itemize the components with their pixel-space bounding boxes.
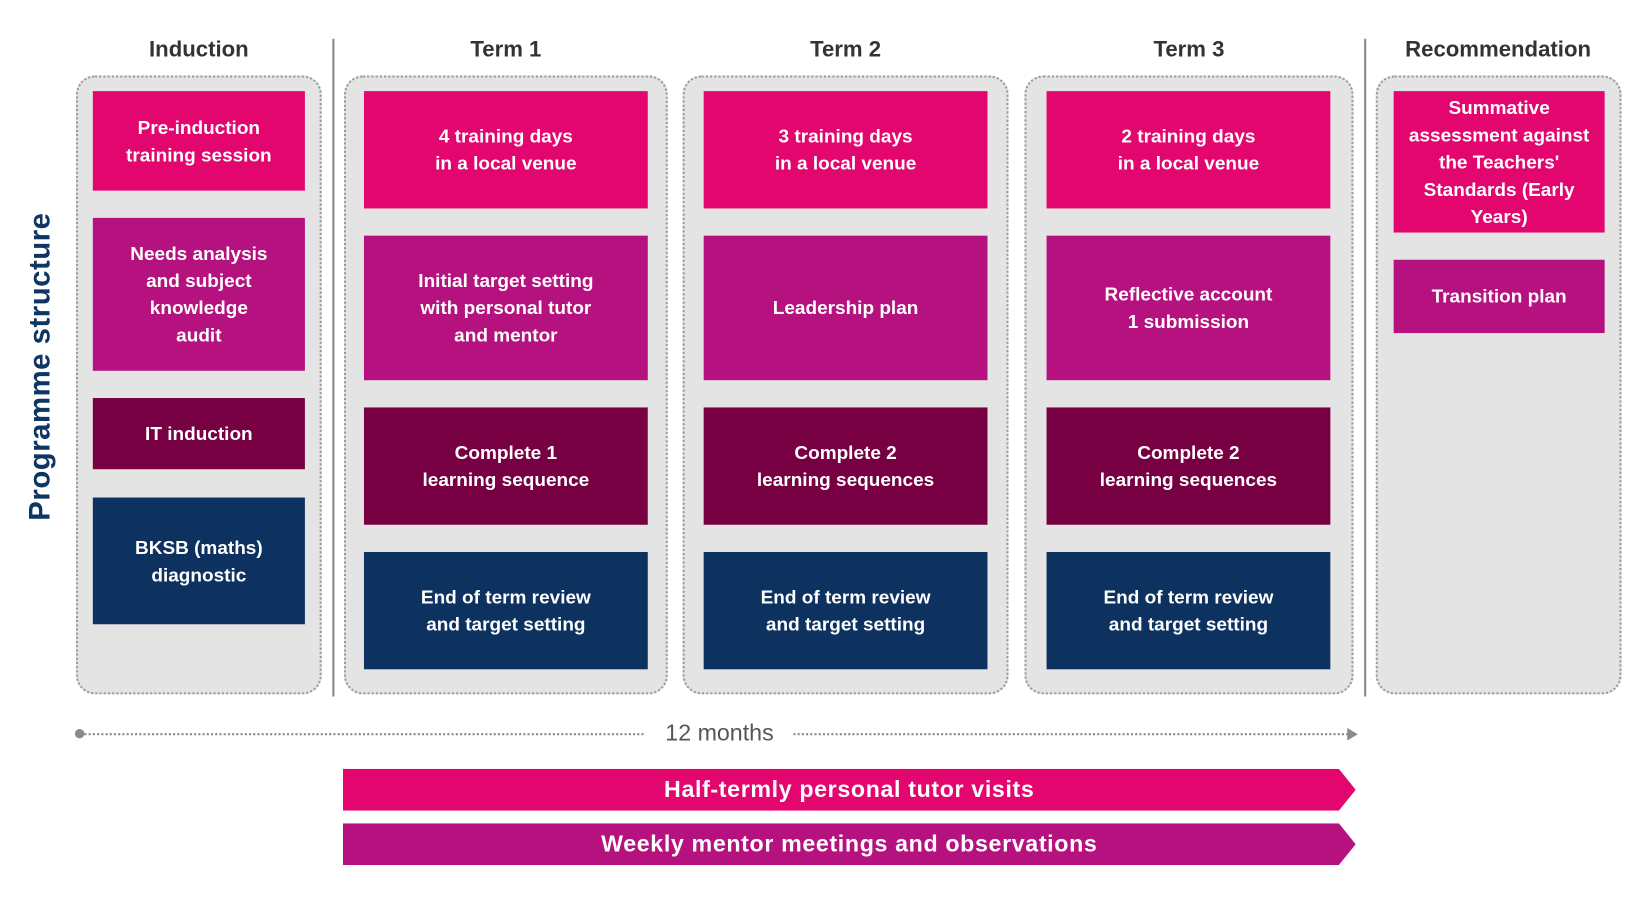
recommendation-transition-plan: Transition plan <box>1393 259 1605 334</box>
induction-box-bksb: BKSB (maths) diagnostic <box>92 497 305 625</box>
header-induction: Induction <box>149 37 249 62</box>
term-3-learning-sequences: Complete 2 learning sequences <box>1046 407 1331 525</box>
header-recommendation: Recommendation <box>1405 37 1592 62</box>
header-term-1: Term 1 <box>470 37 542 62</box>
recommendation-summative-assessment: Summative assessment against the Teacher… <box>1393 91 1605 233</box>
header-term-3: Term 3 <box>1153 37 1225 62</box>
term-1-target-setting: Initial target setting with personal tut… <box>363 235 648 381</box>
timeline-arrow-icon <box>1347 727 1358 741</box>
band-personal-tutor-visits: Half-termly personal tutor visits <box>342 768 1356 811</box>
timeline-label: 12 months <box>645 717 794 749</box>
term-2-learning-sequences: Complete 2 learning sequences <box>703 407 988 525</box>
band-mentor-meetings: Weekly mentor meetings and observations <box>342 823 1356 866</box>
term-2-end-of-term-review: End of term review and target setting <box>703 551 988 670</box>
divider-line <box>332 38 335 697</box>
induction-box-needs-analysis: Needs analysis and subject knowledge aud… <box>92 217 305 371</box>
header-term-2: Term 2 <box>810 37 882 62</box>
divider-line <box>1364 38 1367 697</box>
term-2-training-days: 3 training days in a local venue <box>703 91 988 209</box>
term-1-training-days: 4 training days in a local venue <box>363 91 648 209</box>
term-1-learning-sequence: Complete 1 learning sequence <box>363 407 648 525</box>
timeline-start-dot <box>74 728 85 739</box>
induction-box-it-induction: IT induction <box>92 398 305 470</box>
term-1-end-of-term-review: End of term review and target setting <box>363 551 648 670</box>
term-3-reflective-account: Reflective account 1 submission <box>1046 235 1331 381</box>
term-3-end-of-term-review: End of term review and target setting <box>1046 551 1331 670</box>
term-2-leadership-plan: Leadership plan <box>703 235 988 381</box>
term-3-training-days: 2 training days in a local venue <box>1046 91 1331 209</box>
induction-box-pre-induction: Pre-induction training session <box>92 91 305 191</box>
side-title: Programme structure <box>23 212 56 521</box>
